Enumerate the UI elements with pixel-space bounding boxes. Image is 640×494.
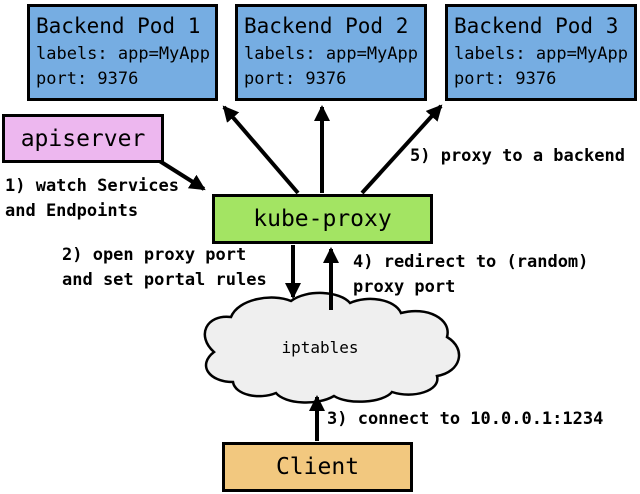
pod-port-line: port: 9376 (454, 69, 557, 89)
iptables-label: iptables (281, 338, 359, 357)
kube-proxy-box: kube-proxy (212, 194, 433, 244)
client-label: Client (275, 454, 360, 480)
pod-title: Backend Pod 2 (244, 14, 409, 38)
arrow-kubeproxy-to-pod1 (222, 105, 300, 195)
annotation-step4: 4) redirect to (random) proxy port (353, 252, 589, 297)
backend-pod-1-box: Backend Pod 1 labels: app=MyApp port: 93… (27, 4, 218, 101)
pod-port-line: port: 9376 (36, 69, 139, 89)
apiserver-box: apiserver (2, 114, 164, 163)
annotation-step3: 3) connect to 10.0.0.1:1234 (327, 409, 604, 429)
annotation-step1: 1) watch Services and Endpoints (5, 176, 179, 221)
pod-labels-line: labels: app=MyApp (244, 44, 418, 64)
backend-pod-2-box: Backend Pod 2 labels: app=MyApp port: 93… (235, 4, 427, 101)
apiserver-label: apiserver (20, 125, 146, 152)
arrow-apiserver-to-kubeproxy (156, 158, 206, 191)
client-box: Client (222, 442, 413, 492)
arrow-kubeproxy-to-pod3 (360, 104, 443, 195)
pod-title: Backend Pod 3 (454, 14, 619, 38)
backend-pod-3-box: Backend Pod 3 labels: app=MyApp port: 93… (445, 4, 637, 101)
kube-proxy-label: kube-proxy (253, 206, 392, 232)
iptables-cloud (203, 291, 461, 404)
annotation-step2: 2) open proxy port and set portal rules (62, 245, 267, 290)
pod-labels-line: labels: app=MyApp (454, 44, 628, 64)
annotation-step5: 5) proxy to a backend (410, 146, 625, 166)
pod-title: Backend Pod 1 (36, 14, 201, 38)
pod-port-line: port: 9376 (244, 69, 347, 89)
pod-labels-line: labels: app=MyApp (36, 44, 210, 64)
